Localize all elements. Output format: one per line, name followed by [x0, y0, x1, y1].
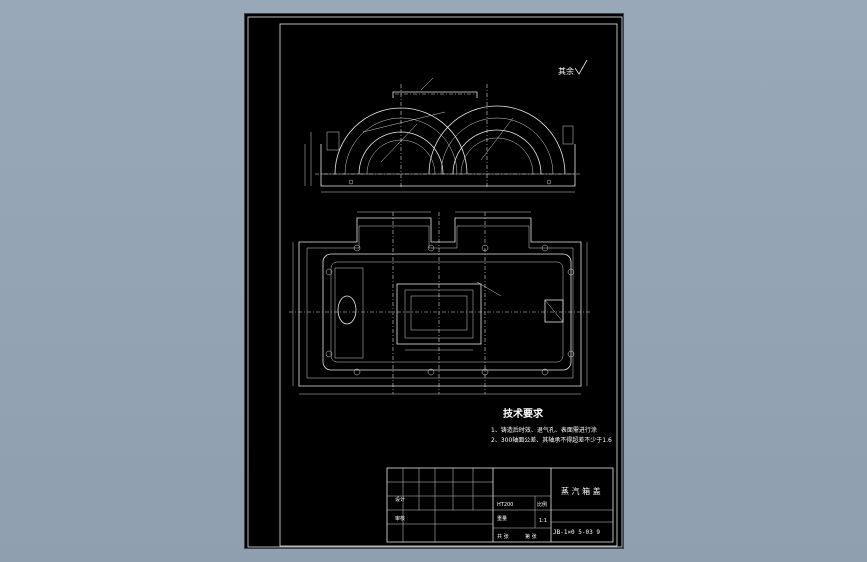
material-label: HT200: [497, 502, 513, 508]
scale-label: 比例: [537, 501, 547, 508]
checker-label: 审核: [395, 515, 405, 522]
top-view: [289, 211, 591, 395]
title-block: 设计 审核 HT200 重量 比例 1:1 共 张 第 张 蒸 汽 箱 盖 JB…: [386, 467, 614, 543]
sheet-page: 第 张: [525, 533, 537, 540]
check-mark-icon: [574, 59, 588, 75]
drawing-number: JB-1×0 5-03 9: [553, 529, 600, 536]
roughness-text: 其余: [558, 66, 574, 76]
sheet-count: 共 张: [497, 533, 509, 540]
roughness-symbol: 其余: [558, 59, 588, 76]
scale-value: 1:1: [539, 518, 547, 524]
part-name: 蒸 汽 箱 盖: [561, 486, 601, 496]
drawing-sheet: 其余: [244, 13, 624, 549]
designer-label: 设计: [395, 496, 405, 503]
technical-requirements: 技术要求 1、铸造后时效、退气孔、表面需进行涂 2、300轴面公差、其轴承不得超…: [491, 407, 612, 444]
weight-label: 重量: [497, 515, 507, 522]
cad-drawing: 其余: [247, 16, 623, 548]
outer-frame: [247, 16, 623, 548]
front-view: [304, 77, 580, 193]
requirements-title: 技术要求: [503, 407, 544, 420]
requirement-item-2: 2、300轴面公差、其轴承不得超差不少于1.6: [491, 436, 612, 444]
requirement-item-1: 1、铸造后时效、退气孔、表面需进行涂: [491, 426, 597, 434]
inner-frame: [279, 23, 618, 547]
